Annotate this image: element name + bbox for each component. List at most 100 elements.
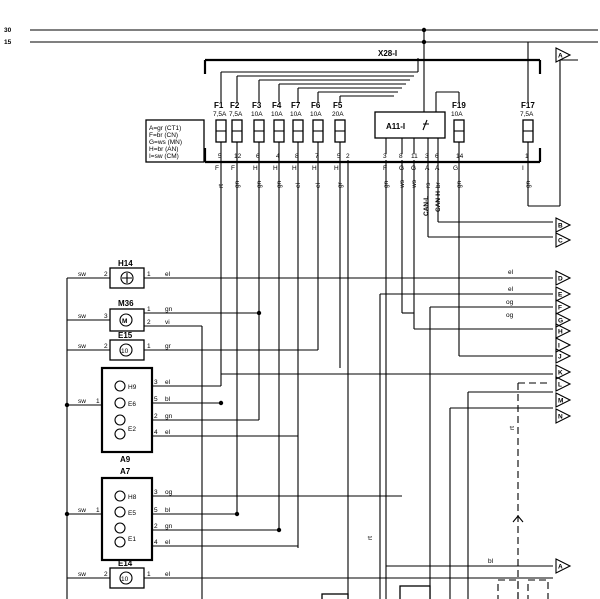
pin-label: 1 [147,271,151,278]
fuse-conn: G [453,165,458,172]
pin-label: 1 [96,507,100,514]
reference-letter: F [558,305,562,312]
wire-color-label: sw [78,313,86,320]
module-pin-number: 3 [383,153,387,160]
fuse-conn: H [312,165,317,172]
rail-15-label: 15 [4,39,12,46]
pin-label: 5 [154,396,158,403]
module-pin-conn: F [383,165,387,172]
shield-chevron-icon [512,515,524,523]
legend-line-3: G=ws (MN) [149,139,182,146]
pin-label: 1 [147,306,151,313]
connector-x28-label: X28-I [378,49,397,58]
fuse-pin: 8 [295,153,299,160]
fuse-rating: 10A [251,111,263,118]
e6-label: E6 [128,401,136,408]
fuse-id: F17 [521,101,535,110]
fuse-conn: F [231,165,235,172]
component-e15: 10 E15 [109,331,145,361]
shield-wire-color: rt [509,426,516,430]
component-h14: H14 [109,259,145,289]
pin-label: 2 [104,343,108,350]
reference-letter: M [558,398,563,405]
lower-dashed-box [527,579,549,599]
fuse-rating: 10A [451,111,463,118]
bulb-icon: 10 [121,348,129,355]
fuse-conn: F [215,165,219,172]
reference-marker-m: M [555,392,572,408]
component-e14: 10 E14 [109,559,145,589]
module-pin-number: 3 [425,153,429,160]
reference-letter: G [558,318,563,325]
e2-label: E2 [128,426,136,433]
reference-marker-i: I [555,337,572,353]
reference-letter: A [558,53,563,60]
fuse-pin: 5 [218,153,222,160]
reference-letter: B [558,223,563,230]
fuse-id: F2 [230,101,240,110]
module-pin-number: 11 [411,153,418,160]
fuse-conn: H [273,165,278,172]
reference-letter: J [558,354,562,361]
fuse-pin: 7 [315,153,319,160]
reference-letter: L [558,382,562,389]
legend-line-5: I=sw (CM) [149,153,179,160]
pin-label: 2 [104,571,108,578]
wire-color-label: gn [165,523,173,530]
fuse-block: F17,5A5FrtF27,5A12FgnF310A6HgnF410A4HgnF… [213,101,535,188]
pin-label: 4 [154,539,158,546]
e1-label: E1 [128,536,136,543]
fuse-conn: H [253,165,258,172]
reference-marker-l: L [555,376,572,392]
reference-letter: E [558,292,563,299]
legend-line-4: H=br (AN) [149,146,178,153]
fuse-rating: 7,5A [229,111,243,118]
fuse-rating: 7,5A [213,111,227,118]
reference-marker-e: E [555,286,572,302]
wire-color-label: el [508,269,514,276]
wire-color-label: sw [78,271,86,278]
pin-label: 2 [154,413,158,420]
wire-color-label: bl [165,396,171,403]
pin-label: 1 [147,343,151,350]
lower-component-box [321,593,349,599]
a7-label: A7 [120,467,131,476]
pin-label: 3 [154,379,158,386]
wire-color-label: el [165,539,171,546]
reference-marker-n: N [555,408,572,424]
reference-marker-d: D [555,270,572,286]
pin-label: 1 [147,571,151,578]
fuse-pin: 14 [456,153,464,160]
pin-label: 2 [104,271,108,278]
fuse-pin: 12 [234,153,242,160]
e15-label: E15 [118,331,133,340]
reference-marker-c: C [555,232,572,248]
wire-color-label: el [165,379,171,386]
component-a7: A7 H8 E5 E1 [100,467,154,562]
fuse-rating: 7,5A [520,111,534,118]
module-switch-icon [422,119,429,131]
reference-letter: H [558,329,563,336]
fuse-rating: 10A [290,111,302,118]
reference-letter: A [558,564,563,571]
pin-label: 2 [147,319,151,326]
module-a11: A11-I [374,111,446,139]
e14-label: E14 [118,559,133,568]
pin-label: 5 [154,507,158,514]
wire-color-label: sw [78,571,86,578]
wire-color-label: gn [165,306,173,313]
module-a11-label: A11-I [386,122,405,131]
module-pin-number: 6 [435,153,439,160]
wire-color-label: rt [367,536,374,540]
wire-color-label: el [165,571,171,578]
wire-color-label: sw [78,343,86,350]
pin-label: 4 [154,429,158,436]
pin-label: 3 [154,489,158,496]
